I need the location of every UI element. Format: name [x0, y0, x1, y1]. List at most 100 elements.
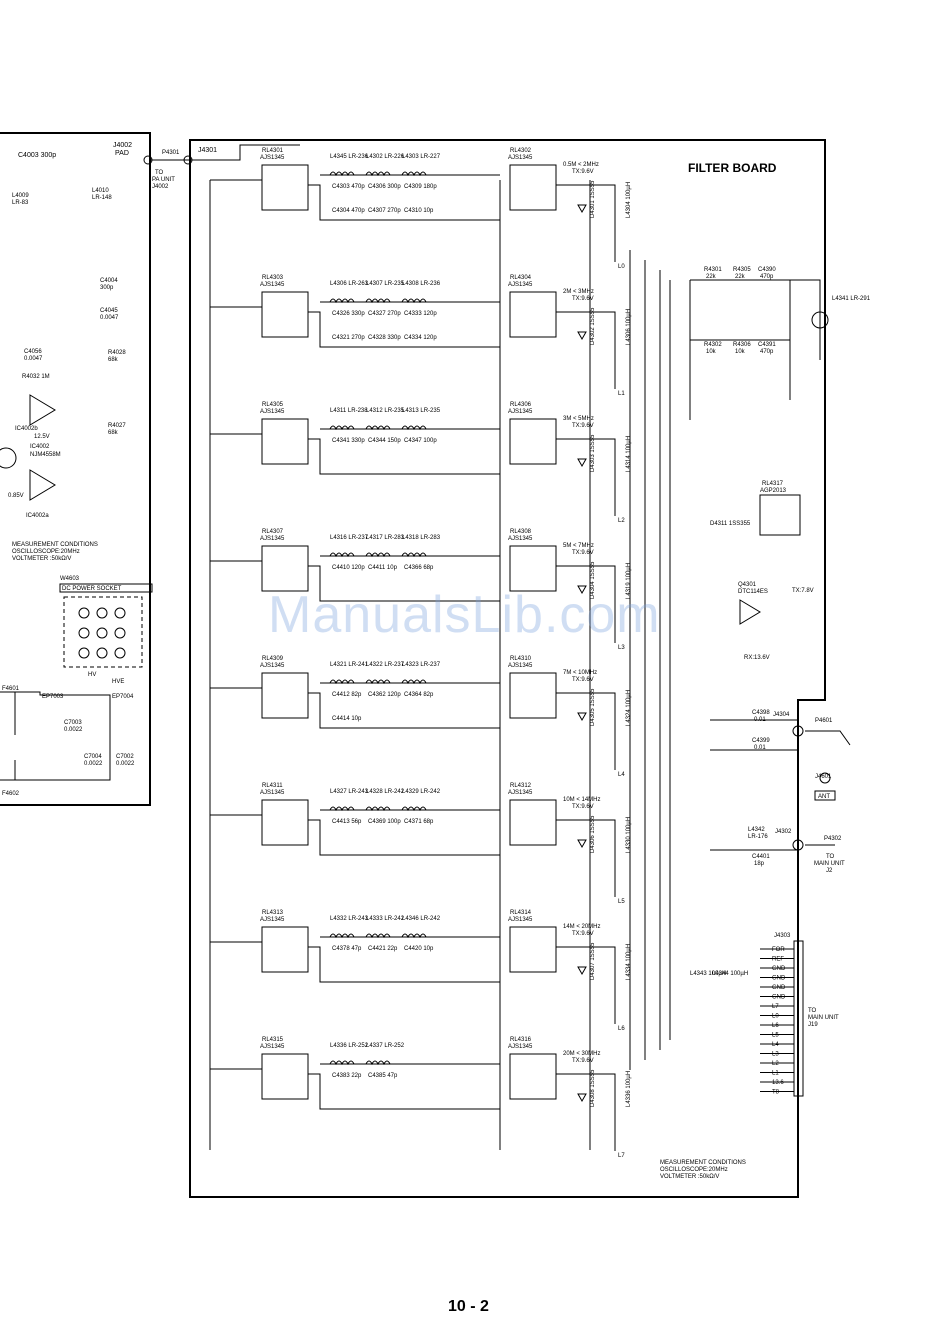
inductor-icon — [365, 171, 391, 177]
band-relay-out: RL4306 — [510, 402, 532, 408]
band-inductor: L4323 LR-237 — [402, 662, 441, 668]
band-tx: TX:9.6V — [572, 169, 594, 175]
socket-pin — [78, 647, 90, 659]
band-capacitor: C4327 270p — [368, 311, 401, 317]
band-output: L5 — [618, 899, 625, 905]
band-wire — [210, 941, 500, 983]
band-relay-in-type: AJS1345 — [260, 155, 285, 161]
band-coil: L4324 100µH — [626, 690, 632, 726]
band-capacitor: C4413 56p — [332, 819, 362, 825]
band-capacitor: C4411 10p — [368, 565, 398, 571]
main-unit2-label: MAIN UNIT — [808, 1015, 839, 1021]
socket-pin — [96, 627, 108, 639]
rl4317-relay-icon — [759, 494, 801, 536]
band-relay-out: RL4304 — [510, 275, 532, 281]
j4301-connector-icon[interactable] — [183, 155, 193, 165]
hv-label: HV — [88, 672, 96, 678]
j4601-label: J4601 — [815, 774, 832, 780]
j4303-pin: REF — [772, 957, 784, 963]
inductor-icon — [365, 933, 391, 939]
ic4002-label: IC4002 — [30, 444, 50, 450]
band-inductor: L4306 LR-263 — [330, 281, 369, 287]
c7004-label: C7004 — [84, 754, 102, 760]
measurement-line-2: OSCILLOSCOPE:20MHz — [660, 1167, 728, 1173]
w4603-label: W4603 — [60, 576, 80, 582]
c7003-value: 0.0022 — [64, 727, 83, 733]
j4303-pin: L4 — [772, 1042, 779, 1048]
j4303-pin: GND — [772, 985, 786, 991]
j4303-pin: L5 — [772, 1033, 779, 1039]
ant-label: ANT — [818, 794, 830, 800]
l4342-label: L4342 — [748, 827, 765, 833]
inductor-icon — [329, 933, 355, 939]
band-output: L4 — [618, 772, 625, 778]
inductor-icon — [329, 425, 355, 431]
band-inductor: L4308 LR-236 — [402, 281, 441, 287]
c4398-label: C4398 — [752, 710, 770, 716]
band-inductor: L4345 LR-236 — [330, 154, 369, 160]
dc-socket-header — [59, 583, 153, 593]
band-inductor: L4327 LR-243 — [330, 789, 369, 795]
opamp-b-icon — [29, 394, 56, 426]
band-out-wire — [556, 565, 616, 643]
dc-socket-box — [63, 596, 143, 668]
band-tx: TX:9.6V — [572, 1058, 594, 1064]
band-capacitor: C4341 330p — [332, 438, 365, 444]
band-capacitor: C4369 100p — [368, 819, 401, 825]
relay-out-icon — [509, 545, 557, 592]
band-relay-in: RL4303 — [262, 275, 284, 281]
band-capacitor: C4334 120p — [404, 335, 437, 341]
band-diode: D4307 1SS55 — [590, 942, 596, 980]
band-relay-in-type: AJS1345 — [260, 409, 285, 415]
j4601-antenna-icon[interactable] — [819, 772, 831, 784]
band-capacitor: C4333 120p — [404, 311, 437, 317]
band-wire — [210, 814, 500, 856]
inductor-icon — [329, 171, 355, 177]
band-relay-out-type: AJS1345 — [508, 409, 533, 415]
j4303-pin: FOR — [772, 947, 785, 953]
diode-icon — [577, 204, 587, 214]
diode-icon — [577, 966, 587, 976]
q4301-icon — [739, 599, 761, 625]
tx78-label: TX:7.8V — [792, 588, 814, 594]
j4303-pin: L6 — [772, 1023, 779, 1029]
band-output: L1 — [618, 391, 625, 397]
j4302-connector-icon[interactable] — [792, 839, 804, 851]
band-relay-out-type: AJS1345 — [508, 1044, 533, 1050]
band-diode: D4304 1SS55 — [590, 561, 596, 599]
diode-icon — [577, 458, 587, 468]
j4304-connector-icon[interactable] — [792, 725, 804, 737]
c7003-label: C7003 — [64, 720, 82, 726]
band-capacitor: C4385 47p — [368, 1073, 398, 1079]
band-tx: TX:9.6V — [572, 931, 594, 937]
j4002-connector-icon[interactable] — [143, 155, 153, 165]
c7002-value: 0.0022 — [116, 761, 135, 767]
band-capacitor: C4310 10p — [404, 208, 434, 214]
j4303-connector[interactable] — [793, 940, 804, 1097]
band-range: 7M < 10MHz — [563, 670, 597, 676]
filter-board-frame — [189, 139, 826, 1198]
ic4002a-label: IC4002a — [26, 513, 49, 519]
diode-icon — [577, 839, 587, 849]
l4010-value: LR-148 — [92, 195, 112, 201]
band-wire — [210, 560, 500, 602]
band-relay-in: RL4307 — [262, 529, 284, 535]
pa-j4002-label: J4002 — [152, 184, 169, 190]
band-capacitor: C4321 270p — [332, 335, 365, 341]
band-inductor: L4336 LR-252 — [330, 1043, 369, 1049]
ic4002-type: NJM4558M — [30, 452, 61, 458]
j2-label: J2 — [826, 868, 833, 874]
j19-label: J19 — [808, 1022, 818, 1028]
band-capacitor: C4304 470p — [332, 208, 365, 214]
band-relay-in: RL4313 — [262, 910, 284, 916]
ep7003-label: EP7003 — [42, 694, 64, 700]
measurement-line-3: VOLTMETER :50kΩ/V — [660, 1174, 719, 1180]
left-board-frame — [0, 132, 151, 806]
socket-pin — [96, 607, 108, 619]
l4344-label: L4344 100µH — [712, 971, 748, 977]
diode-icon — [577, 585, 587, 595]
inductor-icon — [401, 171, 427, 177]
band-relay-out-type: AJS1345 — [508, 536, 533, 542]
